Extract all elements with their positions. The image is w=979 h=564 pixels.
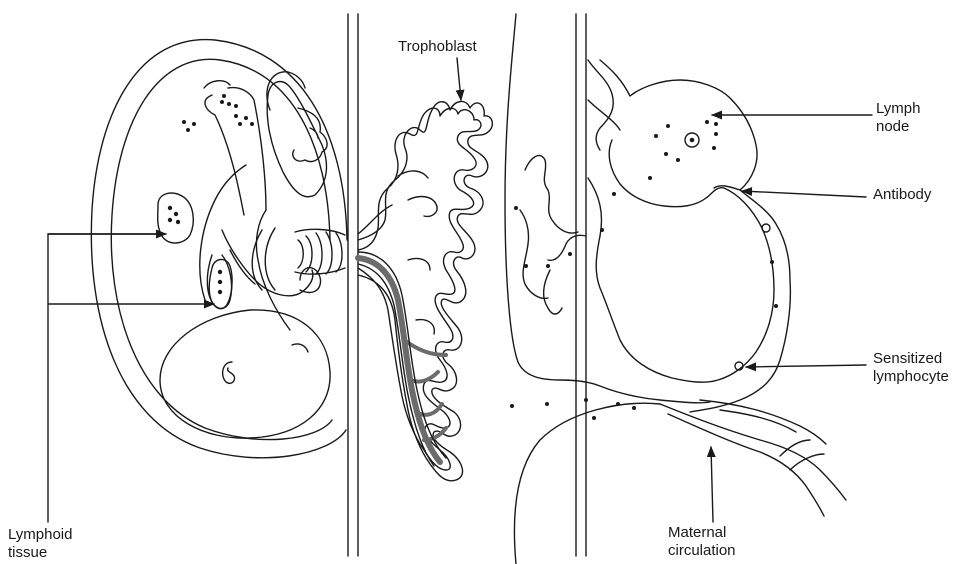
leader-lines [48,58,872,522]
label-lymphoid-line2: tissue [8,544,47,562]
lymph-node-cells [685,133,770,370]
maternal-space-wall [505,14,710,564]
label-maternal-line1: Maternal [668,524,726,542]
amniotic-sac [91,40,347,458]
label-antibody: Antibody [873,186,931,204]
fetus [160,72,345,438]
label-trophoblast: Trophoblast [398,38,477,56]
label-lymph-node-line1: Lymph [876,100,920,118]
lymphatic-vessel-node [588,60,790,412]
label-maternal-line2: circulation [668,542,736,560]
trophoblast-villi [358,101,492,480]
label-sensitized-line2: lymphocyte [873,368,949,386]
fetal-lymphoid-blob-upper [158,193,194,243]
maternal-circulation-vessel [660,400,846,516]
label-lymphoid-line1: Lymphoid [8,526,72,544]
uterine-wall-lines [348,14,586,556]
cell-dots [168,94,778,420]
label-sensitized-line1: Sensitized [873,350,942,368]
label-lymph-node-line2: node [876,118,909,136]
